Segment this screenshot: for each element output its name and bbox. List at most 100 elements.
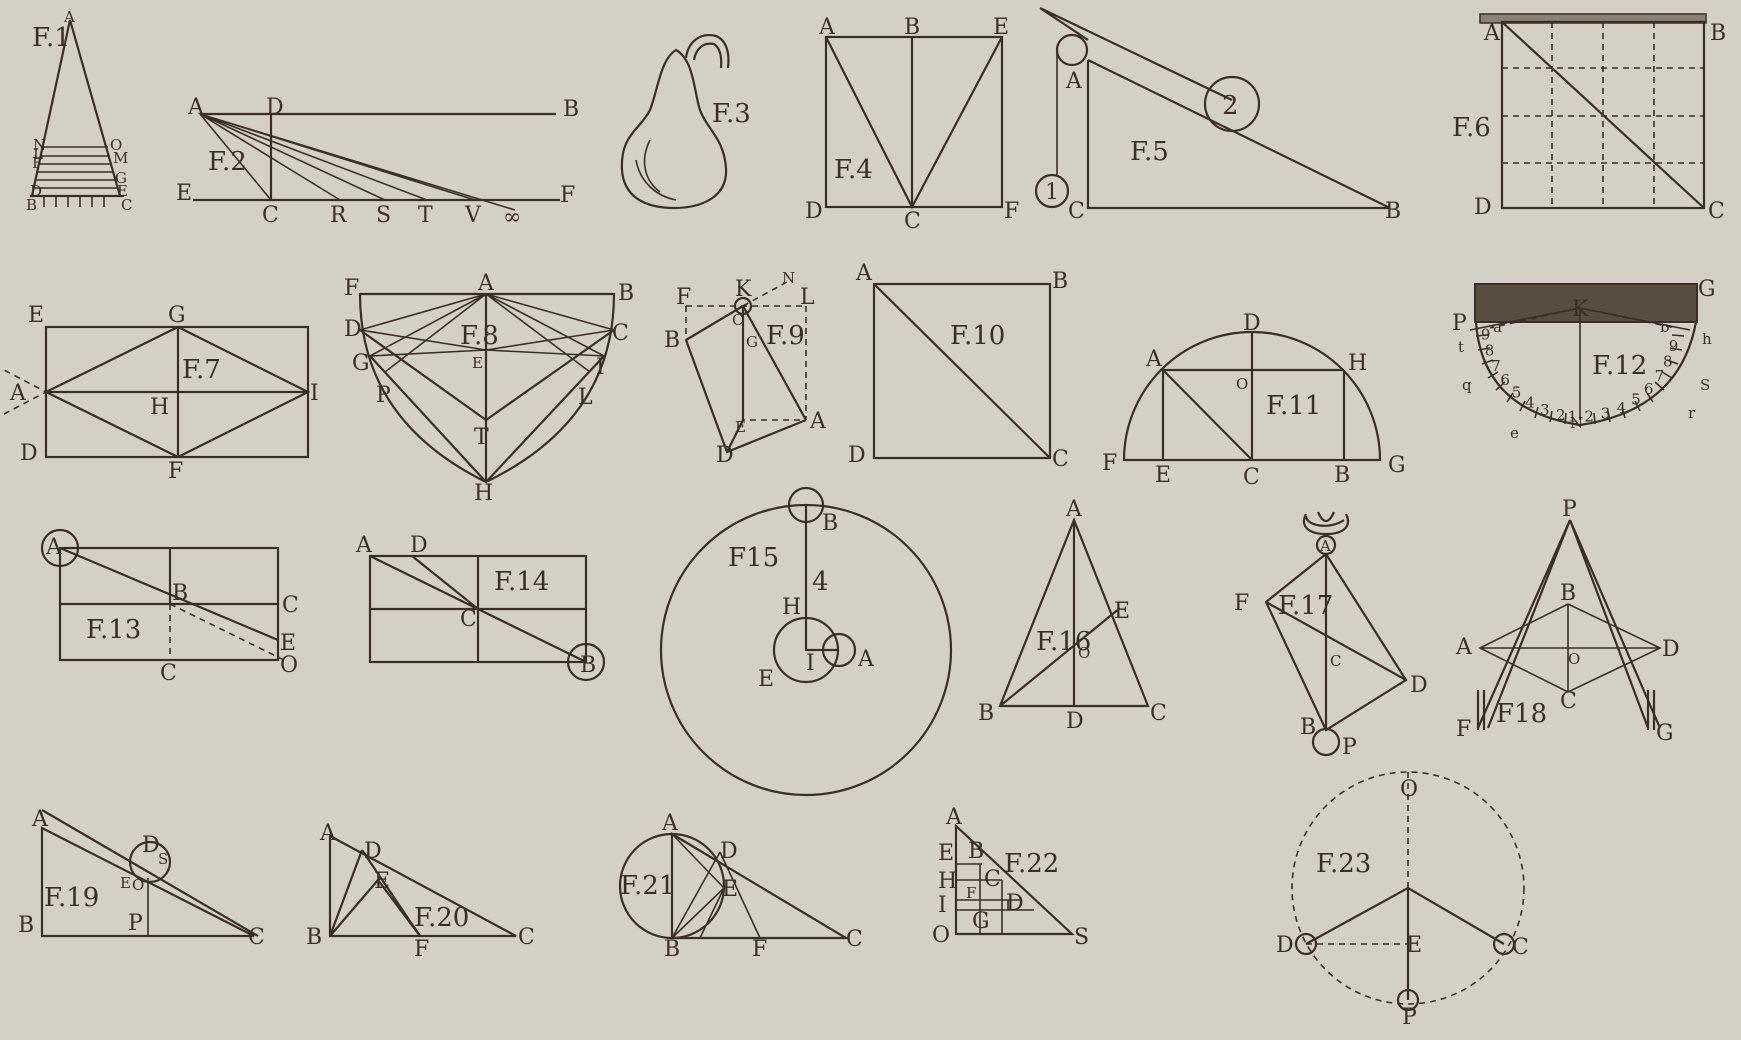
label-g: G — [1656, 721, 1674, 746]
label-i: I — [310, 381, 319, 406]
figure-21: A D F.21 E B F C — [618, 811, 863, 962]
label-f: F — [1102, 451, 1117, 476]
figure-22-title: F.22 — [1004, 849, 1059, 879]
label-c: C — [1243, 465, 1260, 490]
label-f: F — [168, 459, 183, 484]
label-g: G — [1698, 277, 1716, 302]
label-s: S — [376, 203, 391, 228]
label-c: C — [904, 209, 921, 234]
label-d: D — [364, 839, 382, 864]
label-c: C — [612, 321, 629, 346]
label-c: C — [1708, 199, 1725, 224]
figure-10: A B F.10 D C — [848, 261, 1069, 472]
label-k: K — [1572, 297, 1589, 322]
label-o: O — [1400, 777, 1418, 802]
scale-number: 1 — [1568, 408, 1578, 426]
label-a: A — [818, 15, 836, 40]
label-f: F — [752, 937, 767, 962]
label-4: 4 — [812, 567, 829, 597]
label-o: O — [110, 136, 122, 154]
label-a: A — [1145, 347, 1163, 372]
label-e: E — [758, 667, 774, 692]
label-e: E — [28, 303, 44, 328]
label-b: B — [172, 581, 188, 606]
figure-11-title: F.11 — [1266, 391, 1321, 421]
label-p: P — [128, 911, 143, 936]
label-l: L — [800, 285, 815, 310]
label-f: F — [966, 884, 976, 902]
label-b: B — [664, 937, 680, 962]
label-p: P — [376, 383, 391, 408]
label-a: A — [355, 533, 373, 558]
label-d: D — [344, 317, 362, 342]
figure-9-title: F.9 — [766, 321, 805, 351]
label-d: D — [1066, 709, 1084, 734]
label-d: D — [805, 199, 823, 224]
label-s: S — [1700, 376, 1710, 394]
label-o: O — [132, 876, 144, 894]
label-a: A — [9, 381, 27, 406]
label-o: O — [280, 653, 298, 678]
label-e: E — [938, 841, 954, 866]
label-e: E — [120, 874, 131, 892]
label-infinity: ∞ — [503, 205, 521, 230]
label-c: C — [248, 925, 265, 950]
label-d: D — [1006, 891, 1024, 916]
label-o: O — [1078, 644, 1090, 662]
label-e: E — [374, 869, 390, 894]
label-o: O — [1568, 650, 1580, 668]
label-e: E — [735, 418, 746, 436]
label-b: B — [580, 653, 596, 678]
label-a: A — [1483, 21, 1501, 46]
label-s: S — [1074, 925, 1089, 950]
scale-number: 3 — [1601, 405, 1611, 423]
figure-7: E G F.7 A H I D F — [3, 303, 319, 484]
label-f: F — [676, 285, 691, 310]
label-g: G — [115, 169, 127, 187]
label-h: H — [150, 395, 169, 420]
label-c: C — [1068, 199, 1085, 224]
label-b: B — [978, 701, 994, 726]
label-c-lower: C — [160, 661, 177, 686]
figure-4-title: F.4 — [834, 155, 873, 185]
label-a: A — [1319, 537, 1331, 555]
label-a: A — [945, 805, 963, 830]
label-b: B — [1560, 581, 1576, 606]
figure-15-title: F15 — [728, 543, 779, 573]
label-d: D — [20, 441, 38, 466]
label-f: F — [414, 937, 429, 962]
figure-12-title: F.12 — [1592, 351, 1647, 381]
label-k: K — [735, 277, 752, 302]
figure-5-title: F.5 — [1130, 137, 1169, 167]
label-b: B — [1334, 463, 1350, 488]
label-b: B — [306, 925, 322, 950]
figure-7-title: F.7 — [182, 355, 221, 385]
label-f: F — [560, 183, 575, 208]
figure-5: A 1 2 F.5 C B — [1034, 7, 1401, 224]
label-a: A — [1065, 69, 1083, 94]
label-r-small: r — [1688, 404, 1696, 422]
label-d: D — [1662, 637, 1680, 662]
label-h: H — [938, 869, 957, 894]
label-l: L — [578, 385, 593, 410]
label-a: A — [63, 8, 75, 26]
label-a: A — [45, 535, 63, 560]
label-q-small: q — [1462, 376, 1472, 394]
label-c: C — [732, 311, 743, 329]
figure-9: K N F L C B G F.9 E A D — [664, 269, 827, 468]
label-c: C — [1560, 689, 1577, 714]
figure-16-title: F.16 — [1036, 627, 1091, 657]
label-h: H — [782, 595, 801, 620]
label-o: O — [1236, 375, 1248, 393]
label-i: I — [806, 651, 815, 676]
figure-2: A D B F.2 E C R S T V ∞ F — [176, 95, 579, 230]
label-b-small: b — [1660, 318, 1670, 336]
label-f: F — [1456, 717, 1471, 742]
label-t: T — [418, 203, 433, 228]
label-d: D — [410, 533, 428, 558]
scale-number: 8 — [1485, 342, 1495, 360]
label-g: G — [168, 303, 186, 328]
figure-21-title: F.21 — [620, 871, 675, 901]
figure-16: A E F.16 O B D C — [978, 497, 1167, 734]
label-b: B — [664, 328, 680, 353]
